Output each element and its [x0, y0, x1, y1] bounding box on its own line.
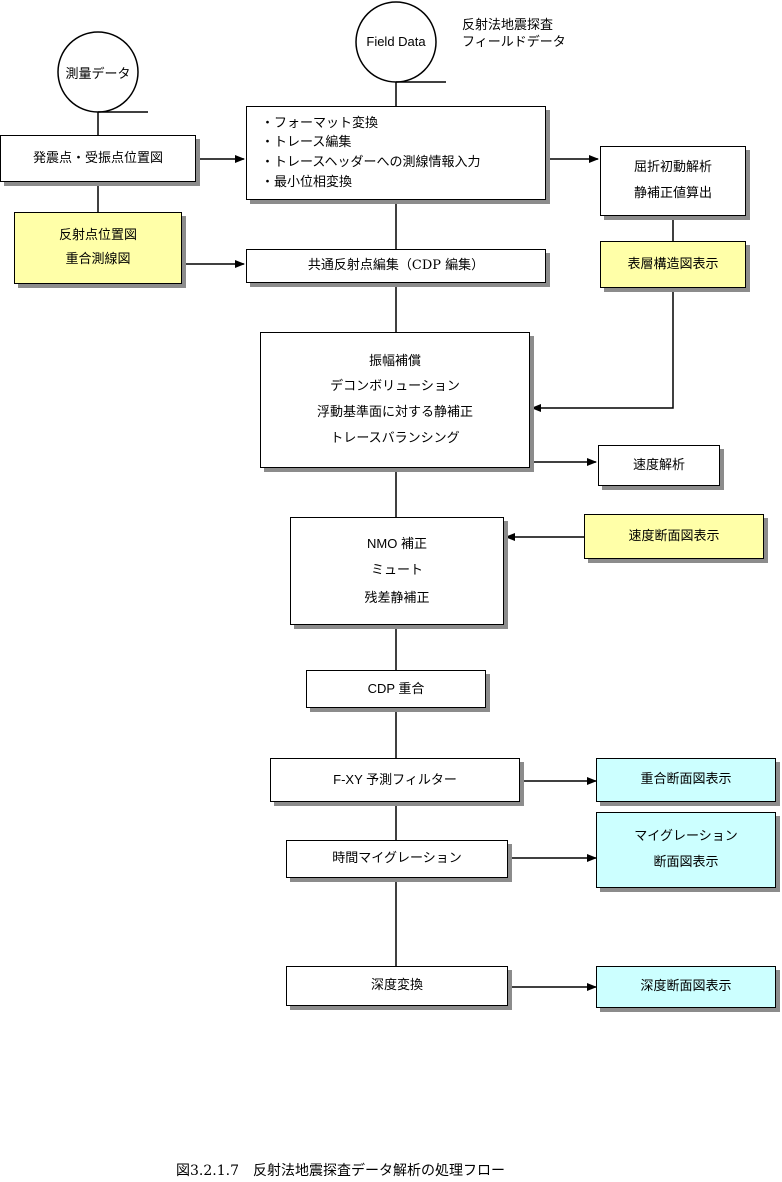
- note-line: 反射法地震探査: [462, 18, 554, 33]
- cdp-stack-box: CDP 重合: [306, 670, 486, 708]
- shot-receiver-map-box: 発震点・受振点位置図: [0, 135, 196, 182]
- note-line: フィールドデータ: [462, 34, 566, 50]
- stack-section-box: 重合断面図表示: [596, 758, 776, 802]
- box-label: ・トレースヘッダーへの測線情報入力: [261, 155, 481, 170]
- field-data-note: 反射法地震探査 フィールドデータ: [462, 18, 566, 52]
- amplitude-processing-box: 振幅補償 デコンボリューション 浮動基準面に対する静補正 トレースバランシング: [260, 332, 530, 468]
- box-label: 残差静補正: [364, 590, 430, 606]
- figure-caption: 図3.2.1.7 反射法地震探査データ解析の処理フロー: [176, 1163, 505, 1179]
- arrow-static-correction: [531, 288, 674, 412]
- cdp-sort-box: 共通反射点編集（CDP 編集）: [246, 249, 546, 283]
- depth-section-box: 深度断面図表示: [596, 966, 776, 1008]
- box-label: 速度解析: [632, 457, 685, 473]
- box-label: 時間マイグレーション: [332, 851, 462, 867]
- box-label: F-XY 予測フィルター: [333, 772, 457, 788]
- preprocessing-box: ・フォーマット変換 ・トレース編集 ・トレースヘッダーへの測線情報入力 ・最小位…: [246, 106, 546, 200]
- depth-conversion-box: 深度変換: [286, 966, 508, 1006]
- box-label: 発震点・受振点位置図: [32, 150, 163, 166]
- box-label: 共通反射点編集（CDP 編集）: [307, 258, 485, 274]
- refraction-analysis-box: 屈折初動解析 静補正値算出: [600, 146, 746, 216]
- box-label: 静補正値算出: [633, 186, 712, 201]
- reflection-point-map-box: 反射点位置図 重合測線図: [14, 212, 182, 284]
- box-label: 深度変換: [370, 978, 423, 994]
- box-label: 反射点位置図: [58, 228, 137, 244]
- field-data-label: Field Data: [366, 34, 426, 49]
- box-label: マイグレーション: [634, 829, 738, 845]
- box-label: 重合断面図表示: [640, 772, 732, 788]
- box-label: ミュート: [370, 563, 423, 579]
- box-label: NMO 補正: [367, 535, 427, 551]
- box-label: 断面図表示: [653, 855, 719, 870]
- box-label: 速度断面図表示: [628, 528, 720, 544]
- box-label: CDP 重合: [367, 681, 425, 697]
- box-label: 振幅補償: [368, 353, 421, 369]
- box-label: ・最小位相変換: [261, 174, 353, 190]
- box-label: ・トレース編集: [261, 135, 352, 151]
- nmo-correction-box: NMO 補正 ミュート 残差静補正: [290, 517, 504, 625]
- box-label: 重合測線図: [65, 252, 131, 267]
- box-label: 表層構造図表示: [627, 256, 719, 272]
- migration-section-box: マイグレーション 断面図表示: [596, 812, 776, 888]
- time-migration-box: 時間マイグレーション: [286, 840, 508, 878]
- box-label: 深度断面図表示: [640, 979, 732, 995]
- velocity-section-box: 速度断面図表示: [584, 514, 764, 559]
- surface-structure-box: 表層構造図表示: [600, 241, 746, 288]
- survey-data-label: 測量データ: [65, 67, 131, 82]
- velocity-analysis-box: 速度解析: [598, 445, 720, 486]
- fxy-filter-box: F-XY 予測フィルター: [270, 758, 520, 802]
- box-label: ・フォーマット変換: [261, 115, 379, 131]
- box-label: 屈折初動解析: [633, 160, 712, 176]
- box-label: デコンボリューション: [330, 379, 460, 395]
- box-label: トレースバランシング: [330, 430, 460, 446]
- box-label: 浮動基準面に対する静補正: [316, 405, 473, 420]
